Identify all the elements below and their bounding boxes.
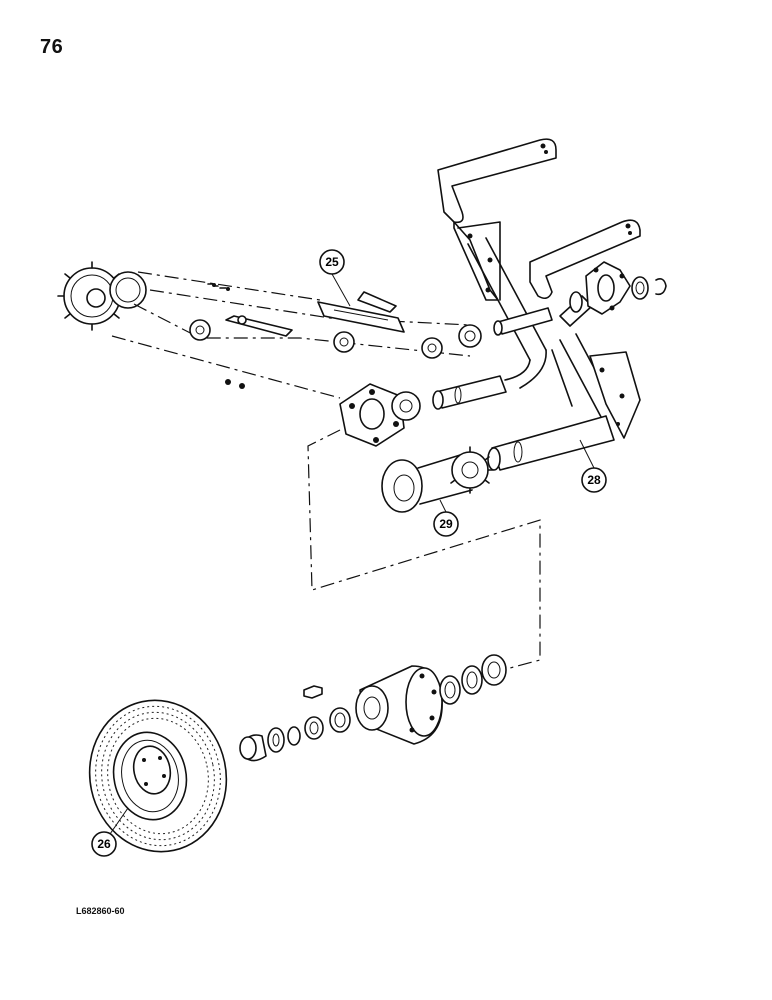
hub-bearings-right <box>439 654 507 705</box>
callout-26: 26 <box>91 807 129 857</box>
wheel-hub <box>355 665 443 745</box>
spindle-shaft-upper <box>432 307 553 410</box>
callout-29: 29 <box>433 499 459 537</box>
axle-tube-28 <box>487 349 615 471</box>
frame-bracket-upper <box>437 138 557 389</box>
callout-26-label: 26 <box>97 837 111 851</box>
figure-code: L682860-60 <box>76 906 125 916</box>
callout-29-label: 29 <box>439 517 453 531</box>
idler-sprocket-parts <box>189 283 482 389</box>
page-number: 76 <box>40 36 64 58</box>
bearing-flange-sprocket <box>339 383 421 447</box>
drive-sprocket-large <box>57 261 147 331</box>
frame-bracket-lower <box>529 219 641 439</box>
bearing-flange-small <box>559 261 667 327</box>
callout-28-label: 28 <box>587 473 601 487</box>
chain-tensioner-bracket <box>317 291 405 333</box>
assembly-path-line <box>307 429 541 669</box>
callout-25: 25 <box>319 249 351 307</box>
hub-tube-29 <box>381 446 494 513</box>
hub-bearings-left <box>239 707 351 762</box>
callout-28: 28 <box>579 439 607 493</box>
wheel-bolt <box>303 685 323 699</box>
callout-25-label: 25 <box>325 255 339 269</box>
drive-chain-paths <box>111 271 471 399</box>
